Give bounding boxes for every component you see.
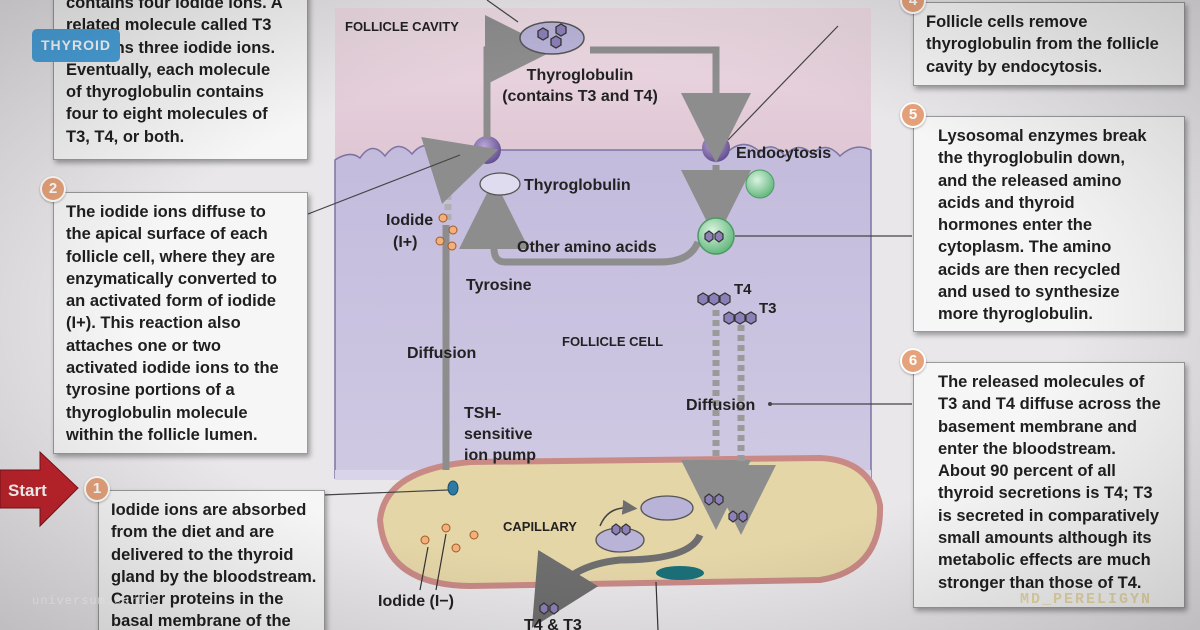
start-arrow (0, 450, 79, 528)
leader-step2 (307, 154, 461, 215)
lysosome-hexagons (704, 230, 724, 243)
leader-ion-pump (322, 489, 449, 496)
leader-step3 (486, 0, 519, 23)
step-3-note: contains four iodide ions. A related mol… (53, 0, 308, 160)
arrow-iodide-to-apical (421, 137, 499, 220)
label-thyroglobulin-contains: (contains T3 and T4) (502, 88, 658, 105)
follicle-cell-region (334, 143, 872, 479)
exocytosis-vesicle (473, 136, 501, 164)
label-iodide-upper-formula: (I+) (393, 234, 417, 251)
label-diffusion-right: Diffusion (686, 397, 755, 414)
label-t4: T4 (734, 281, 752, 298)
watermark-left: universum.earth (32, 594, 156, 608)
step-5-badge: 5 (900, 102, 926, 128)
leader-step4 (727, 25, 839, 141)
arrow-secretion-up (483, 15, 555, 138)
iodide-activated-dots (435, 213, 458, 251)
label-iodide-upper: Iodide (386, 212, 433, 229)
endocytosis-vesicle (702, 134, 730, 162)
arrow-capillary-flow (531, 533, 704, 628)
label-follicle-cell: FOLLICLE CELL (562, 334, 663, 349)
label-other-amino-acids: Other amino acids (517, 239, 657, 256)
label-thyroglobulin-mid: Thyroglobulin (524, 177, 631, 194)
leader-capillary-bottom (655, 581, 659, 630)
label-t4-t3-bottom: T4 & T3 (524, 617, 582, 630)
label-tsh-line1: TSH- (464, 405, 501, 422)
arrow-capillary-bind (599, 499, 638, 527)
step-4-note: Follicle cells remove thyroglobulin from… (913, 2, 1185, 86)
capillary-carrier-protein-1 (640, 495, 694, 521)
capillary-iodide-dots (420, 523, 479, 553)
start-label: Start (8, 481, 47, 500)
t3-molecule (723, 311, 757, 325)
label-tsh-line3: ion pump (464, 447, 536, 464)
label-iodide-lower: Iodide (I−) (378, 593, 454, 610)
step-5-note: Lysosomal enzymes break the thyroglobuli… (913, 116, 1185, 332)
label-follicle-cavity: FOLLICLE CAVITY (345, 19, 459, 34)
thyroglobulin-mid-molecule (479, 172, 521, 196)
watermark-right: MD_PERELIGYN (1020, 591, 1153, 608)
label-tsh-line2: sensitive (464, 426, 533, 443)
red-blood-cell (656, 566, 704, 580)
iodide-lower-leaders (419, 533, 447, 591)
arrow-amino-recycle (459, 179, 702, 266)
label-endocytosis: Endocytosis (736, 145, 831, 162)
t4-molecule (697, 292, 731, 306)
lysosome (745, 169, 775, 199)
label-tyrosine: Tyrosine (466, 277, 532, 294)
step-1-note: Iodide ions are absorbed from the diet a… (98, 490, 325, 630)
step-6-note: The released molecules of T3 and T4 diff… (913, 362, 1185, 608)
label-thyroglobulin-top: Thyroglobulin (527, 67, 634, 84)
step-2-badge: 2 (40, 176, 66, 202)
step-2-note: The iodide ions diffuse to the apical su… (53, 192, 308, 454)
tsh-ion-pump (447, 480, 459, 496)
step-1-badge: 1 (84, 476, 110, 502)
label-diffusion-left: Diffusion (407, 345, 476, 362)
leader-step6-dot (768, 402, 772, 406)
capillary-hexagons (539, 493, 748, 615)
label-capillary: CAPILLARY (503, 519, 577, 534)
topic-tag[interactable]: THYROID (32, 29, 120, 62)
step-6-badge: 6 (900, 348, 926, 374)
label-t3: T3 (759, 300, 777, 317)
capillary-vessel (376, 454, 884, 590)
arrow-cavity-to-endocytosis (590, 46, 751, 163)
thyroglobulin-top-hexagons (537, 23, 567, 49)
